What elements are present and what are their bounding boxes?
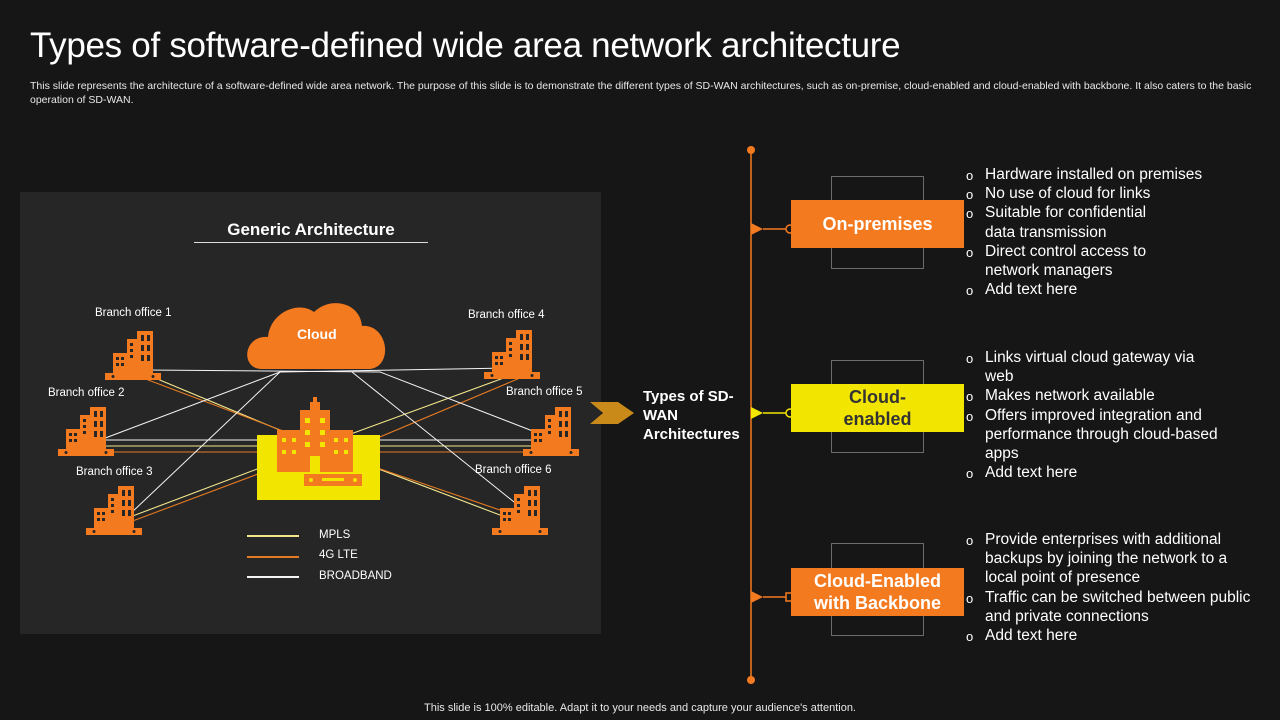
list-item: Hardware installed on premises (966, 165, 1266, 185)
sdwan-types-label: Types of SD-WAN Architectures (643, 388, 740, 443)
router-icon (304, 474, 362, 486)
list-item: Add text here (966, 626, 1266, 646)
cloud-enabled-box: Cloud-enabled (791, 384, 964, 432)
on-premises-box: On-premises (791, 200, 964, 248)
building-icon (105, 331, 161, 380)
list-item: Add text here (966, 280, 1266, 300)
cloud-label: Cloud (297, 326, 337, 342)
list-item: No use of cloud for links (966, 184, 1266, 204)
legend-lte-label: 4G LTE (319, 549, 358, 561)
branch-office-2-label: Branch office 2 (48, 387, 125, 399)
chevron-arrow-icon (590, 402, 634, 424)
cloud-enabled-backbone-box: Cloud-Enabled with Backbone (791, 568, 964, 616)
page-subtitle: This slide represents the architecture o… (30, 80, 1252, 106)
branch-office-5-label: Branch office 5 (506, 386, 583, 398)
generic-architecture-title: Generic Architecture (227, 220, 395, 239)
legend-mpls-line (247, 535, 299, 537)
building-icon (523, 407, 579, 456)
timeline-top-dot (747, 146, 755, 154)
branch-office-3-label: Branch office 3 (76, 466, 153, 478)
building-icon (86, 486, 142, 535)
cloud-icon (247, 303, 386, 369)
page-title: Types of software-defined wide area netw… (30, 26, 901, 65)
legend-broadband-label: BROADBAND (319, 570, 392, 582)
on-premises-bullets: Hardware installed on premises No use of… (966, 165, 1266, 301)
branch-office-1-label: Branch office 1 (95, 307, 172, 319)
legend-broadband-line (247, 576, 299, 578)
list-item: Offers improved integration and performa… (966, 406, 1241, 464)
list-item: Direct control access to network manager… (966, 242, 1176, 280)
building-icon (492, 486, 548, 535)
list-item: Links virtual cloud gateway via web (966, 348, 1196, 386)
legend-lte-line (247, 556, 299, 558)
list-item: Provide enterprises with additional back… (966, 530, 1256, 588)
footer-note: This slide is 100% editable. Adapt it to… (424, 702, 856, 714)
list-item: Traffic can be switched between public a… (966, 588, 1266, 626)
branch-office-4-label: Branch office 4 (468, 309, 545, 321)
cloud-enabled-bullets: Links virtual cloud gateway via web Make… (966, 348, 1266, 484)
building-icon (484, 330, 540, 379)
timeline-bottom-dot (747, 676, 755, 684)
list-item: Suitable for confidential data transmiss… (966, 203, 1176, 241)
broadband-links (99, 367, 557, 515)
legend-mpls-label: MPLS (319, 529, 351, 541)
branch-office-6-label: Branch office 6 (475, 464, 552, 476)
list-item: Makes network available (966, 386, 1266, 406)
hq-building-icon (277, 397, 353, 472)
title-underline (194, 242, 428, 243)
backbone-bullets: Provide enterprises with additional back… (966, 530, 1266, 646)
list-item: Add text here (966, 463, 1266, 483)
building-icon (58, 407, 114, 456)
